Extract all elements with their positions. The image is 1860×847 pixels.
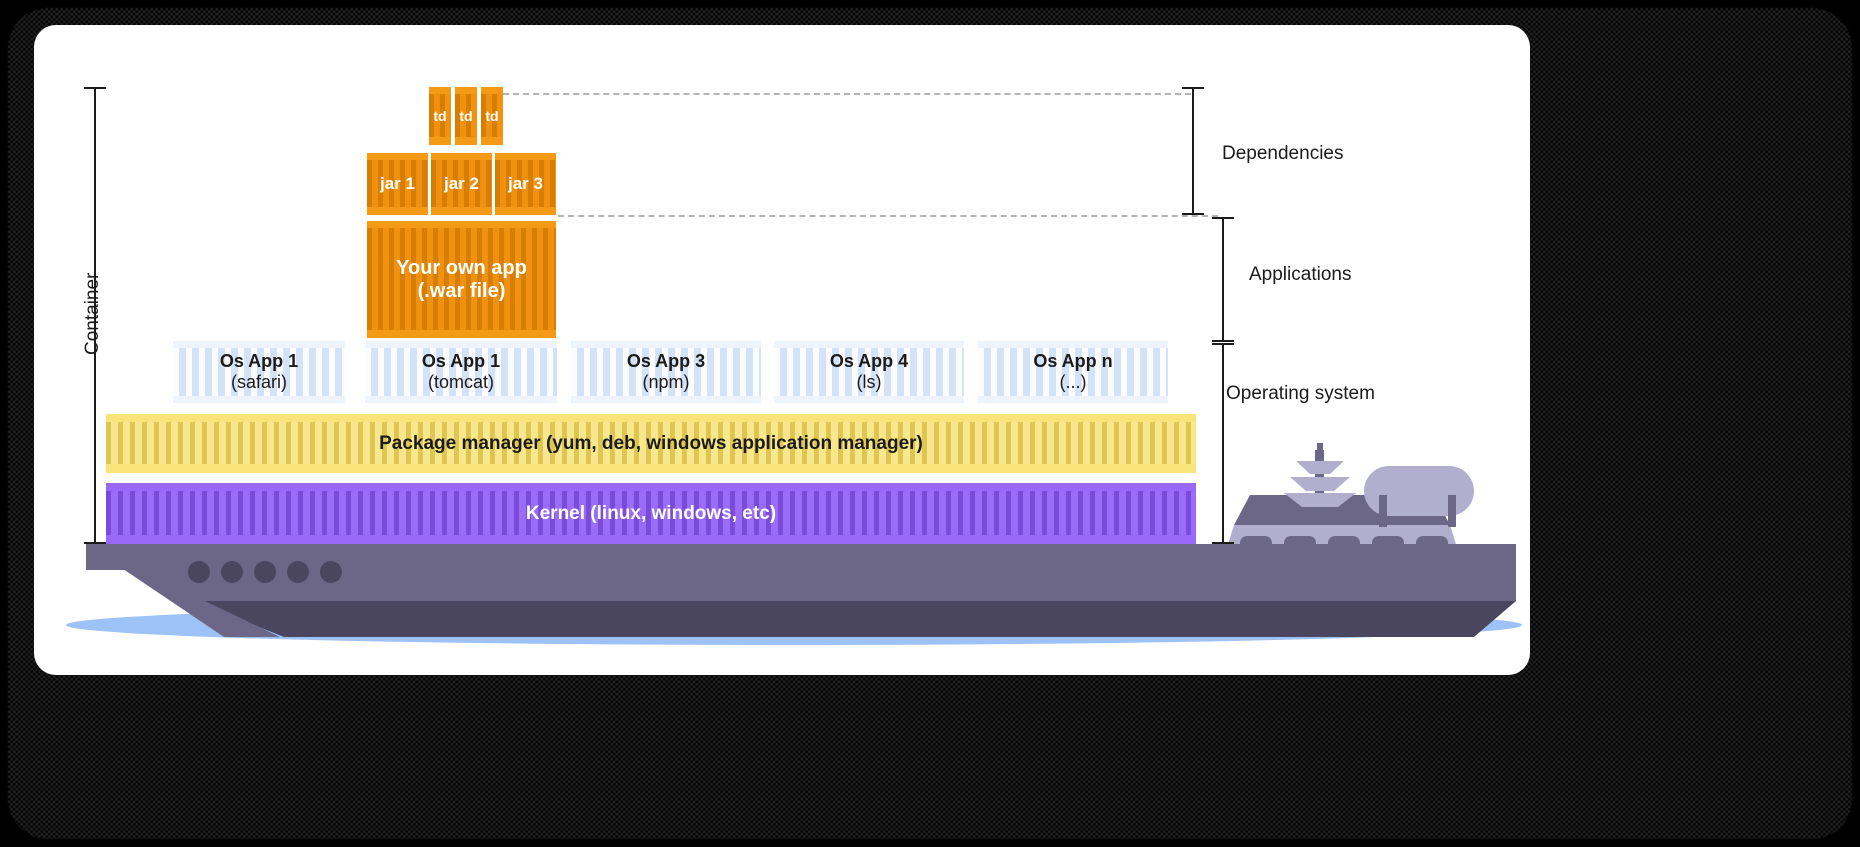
applications-bracket-stem <box>1222 217 1224 342</box>
ship-funnel <box>1364 466 1474 527</box>
td-container-2[interactable]: td <box>455 87 477 145</box>
os-app-2-line2: (tomcat) <box>427 372 494 392</box>
os-app-2-line1: Os App 1 <box>421 351 501 372</box>
container-bracket-stem <box>94 87 96 544</box>
applications-bracket-cap-bottom <box>1212 340 1234 342</box>
ship-hull-lower <box>194 601 1516 637</box>
os-app-4-container[interactable]: Os App 4 (ls) <box>774 341 964 403</box>
package-manager-label: Package manager (yum, deb, windows appli… <box>379 432 923 454</box>
td-container-2-label: td <box>459 107 473 124</box>
operating-system-bracket-cap-bottom <box>1212 542 1234 544</box>
os-app-2-container[interactable]: Os App 1 (tomcat) <box>365 341 557 403</box>
applications-label: Applications <box>1249 264 1352 285</box>
diagram-card: td td td jar 1 jar 2 jar 3 Your own app … <box>34 25 1530 675</box>
ship-mast <box>1284 443 1356 507</box>
container-bracket-label: Container <box>82 272 103 355</box>
container-bracket <box>84 87 106 544</box>
dependencies-bracket-stem <box>1192 87 1194 215</box>
operating-system-bracket-cap-top <box>1212 343 1234 345</box>
operating-system-bracket <box>1212 343 1234 544</box>
your-own-app-container[interactable]: Your own app (.war file) <box>367 221 556 338</box>
jar-container-2[interactable]: jar 2 <box>431 153 492 215</box>
jar-container-2-label: jar 2 <box>444 174 479 194</box>
container-bracket-cap-bottom <box>84 542 106 544</box>
os-app-4-line1: Os App 4 <box>829 351 909 372</box>
os-app-4-line2: (ls) <box>856 372 882 392</box>
jar-container-1-label: jar 1 <box>380 174 415 194</box>
jar-container-3-label: jar 3 <box>508 174 543 194</box>
package-manager-container[interactable]: Package manager (yum, deb, windows appli… <box>106 414 1196 473</box>
td-container-3-label: td <box>485 107 499 124</box>
os-app-1-container[interactable]: Os App 1 (safari) <box>173 341 345 403</box>
kernel-container[interactable]: Kernel (linux, windows, etc) <box>106 483 1196 544</box>
operating-system-label: Operating system <box>1226 383 1375 404</box>
os-app-n-line2: (...) <box>1059 372 1087 392</box>
dependencies-bracket-cap-top <box>1182 87 1204 89</box>
kernel-label: Kernel (linux, windows, etc) <box>525 502 777 524</box>
os-app-1-labels: Os App 1 (safari) <box>216 351 302 392</box>
os-app-4-labels: Os App 4 (ls) <box>826 351 912 392</box>
os-app-1-line2: (safari) <box>230 372 287 392</box>
os-app-n-line1: Os App n <box>1033 351 1113 372</box>
container-bracket-cap-top <box>84 87 106 89</box>
dependencies-bracket <box>1182 87 1204 215</box>
os-app-2-labels: Os App 1 (tomcat) <box>418 351 504 392</box>
td-container-1[interactable]: td <box>429 87 451 145</box>
os-app-3-line2: (npm) <box>642 372 690 392</box>
dependencies-bracket-cap-bottom <box>1182 213 1204 215</box>
ship-bow-cut <box>86 544 280 637</box>
applications-top-dashed-line <box>558 215 1218 217</box>
your-own-app-labels: Your own app (.war file) <box>392 257 531 303</box>
your-own-app-line2: (.war file) <box>417 279 506 302</box>
jar-container-1[interactable]: jar 1 <box>367 153 428 215</box>
operating-system-bracket-stem <box>1222 343 1224 544</box>
os-app-n-container[interactable]: Os App n (...) <box>978 341 1168 403</box>
applications-bracket <box>1212 217 1234 342</box>
container-ship-illustration <box>66 443 1522 645</box>
applications-bracket-cap-top <box>1212 217 1234 219</box>
os-app-3-line1: Os App 3 <box>626 351 706 372</box>
td-container-1-label: td <box>433 107 447 124</box>
os-app-3-labels: Os App 3 (npm) <box>623 351 709 392</box>
dependencies-top-dashed-line <box>503 93 1191 95</box>
os-app-1-line1: Os App 1 <box>219 351 299 372</box>
ship-portholes-overlay <box>188 561 342 583</box>
td-container-3[interactable]: td <box>481 87 503 145</box>
ship-deck-step <box>86 544 706 570</box>
os-app-3-container[interactable]: Os App 3 (npm) <box>571 341 761 403</box>
your-own-app-line1: Your own app <box>396 256 527 279</box>
dependencies-label: Dependencies <box>1222 143 1344 164</box>
os-app-n-labels: Os App n (...) <box>1029 351 1116 392</box>
jar-container-3[interactable]: jar 3 <box>495 153 556 215</box>
